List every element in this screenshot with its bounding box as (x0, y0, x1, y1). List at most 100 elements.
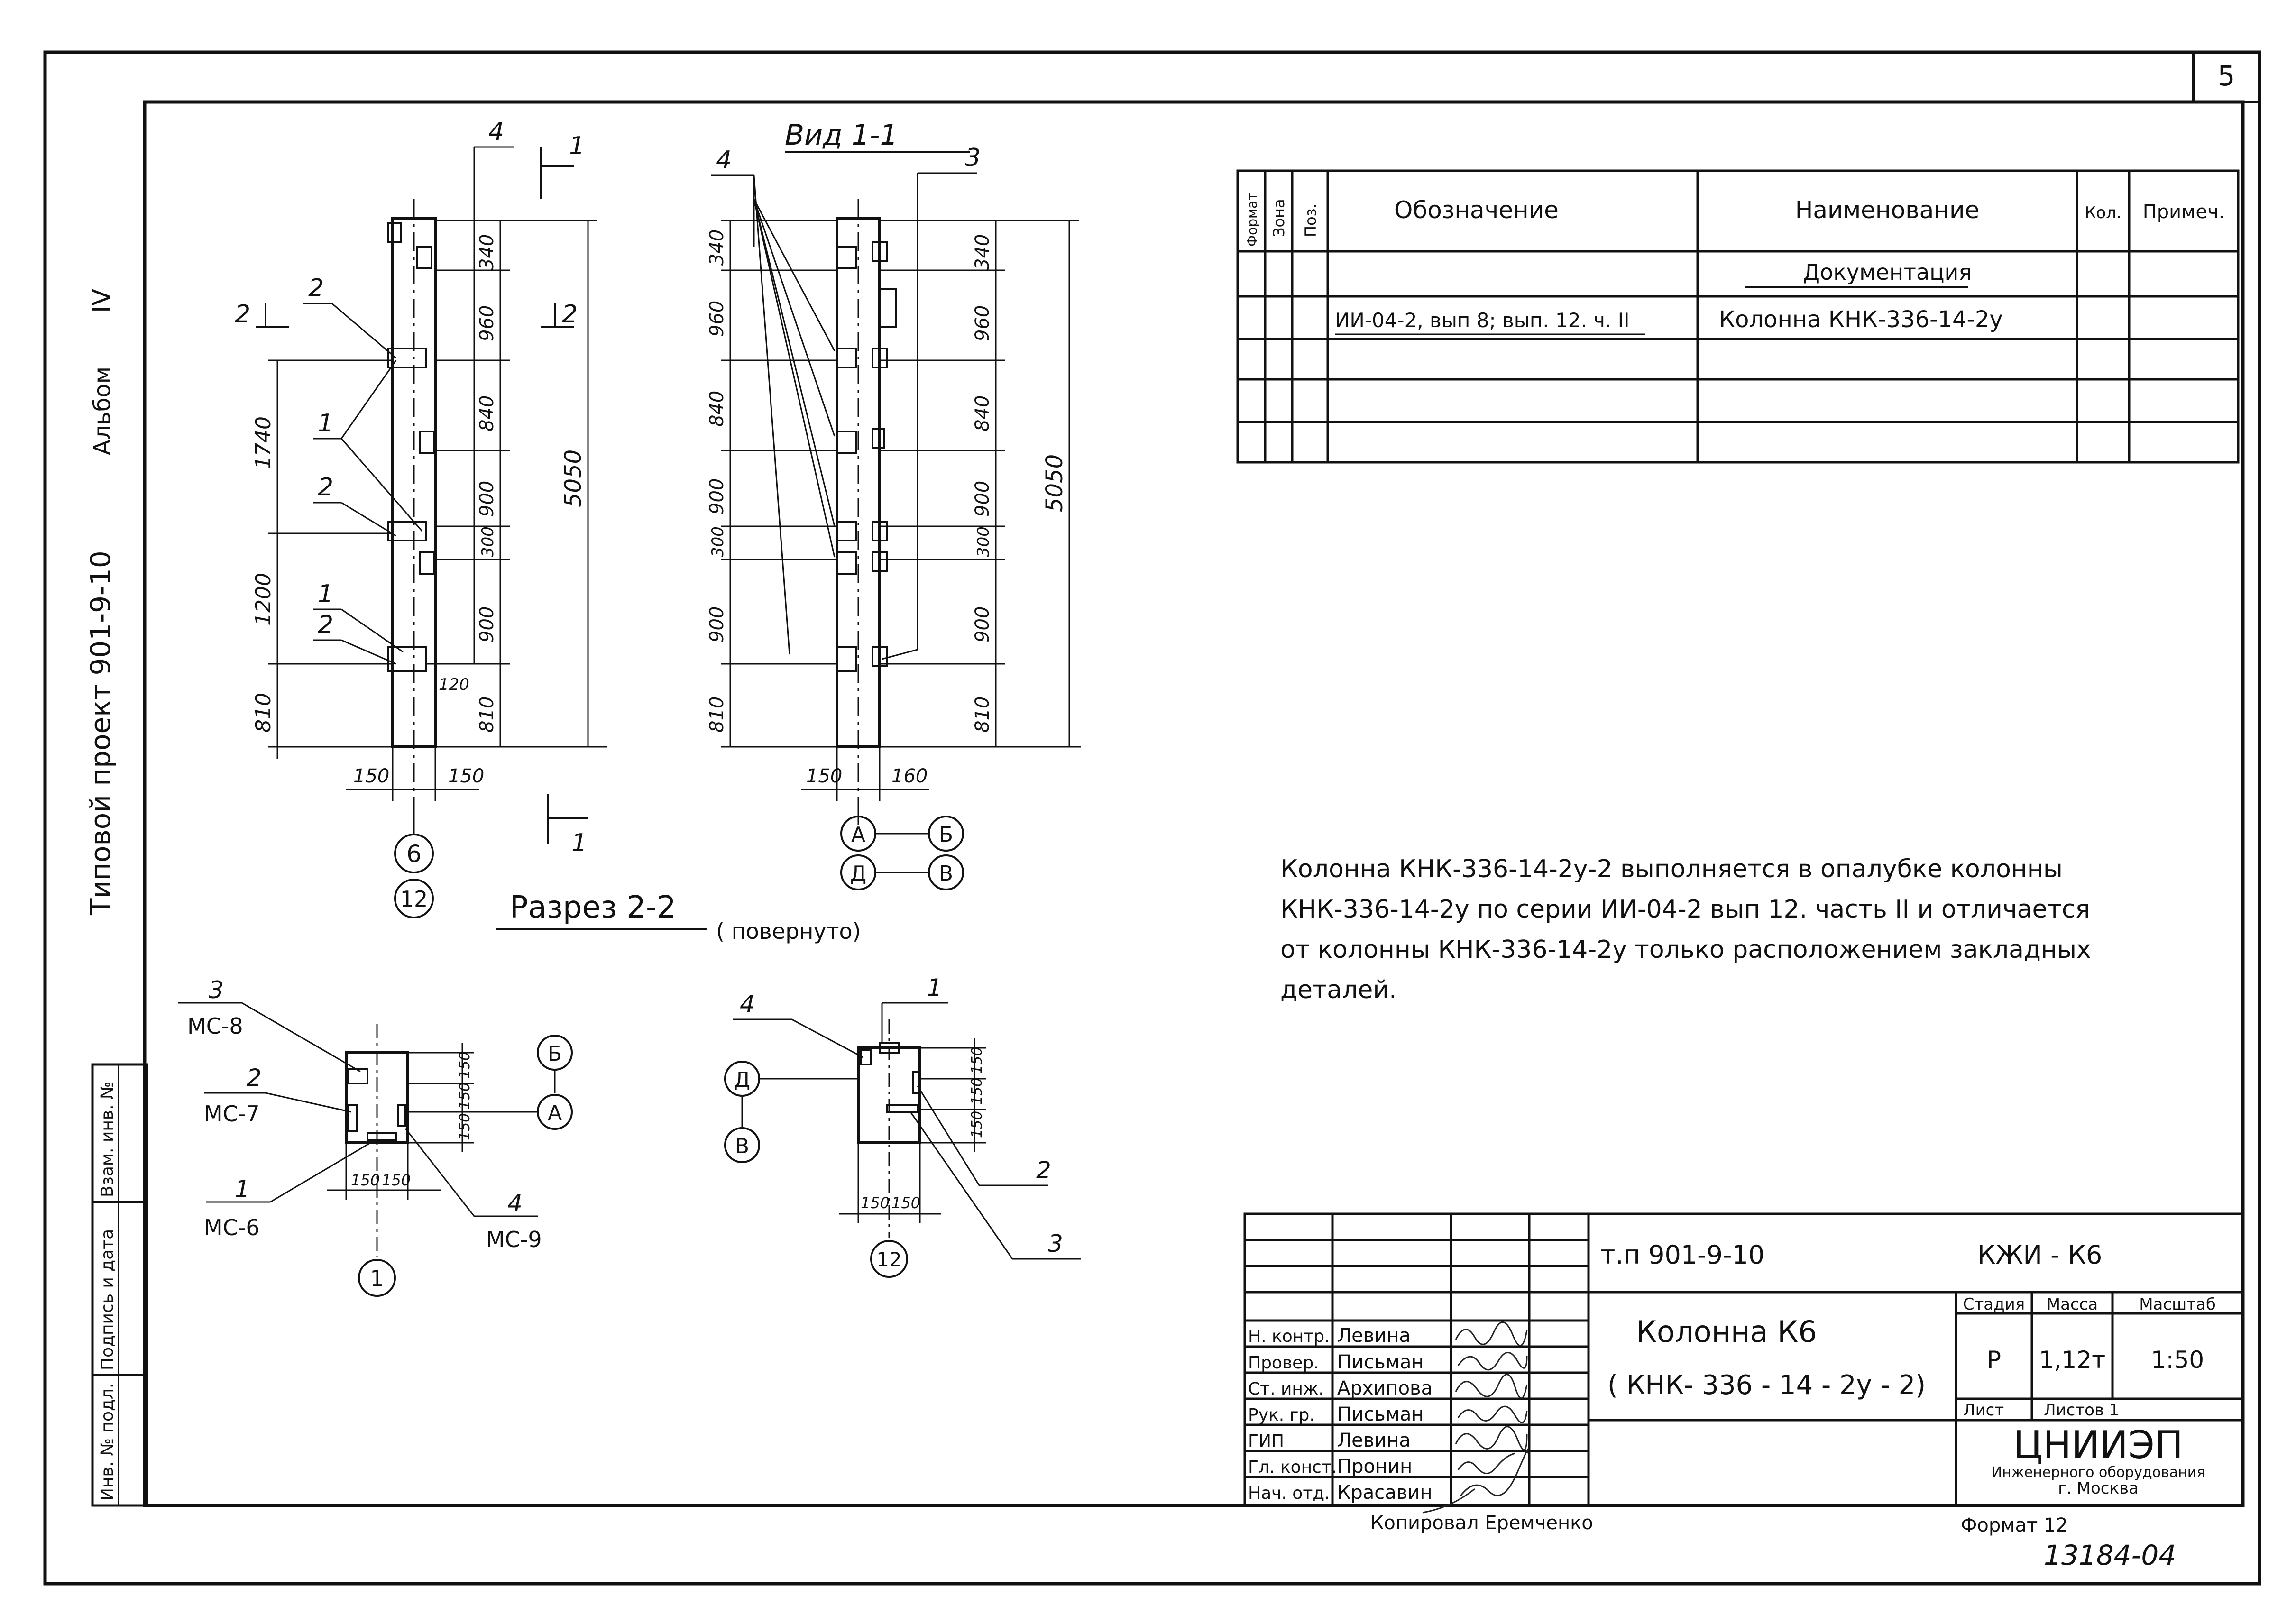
front-dims-bottom (346, 747, 479, 801)
axis-bubble-A-sec (537, 1094, 573, 1130)
album-label-vertical: Альбом (89, 367, 116, 455)
tb-person-role-3: Рук. гр. (1248, 1405, 1315, 1425)
cut-1-top: 1 (569, 132, 585, 160)
front-leaders (303, 146, 514, 665)
view-1-1-title: Вид 1-1 (785, 119, 898, 152)
view-pos-3: 3 (965, 144, 981, 172)
view-dim-l-340: 340 (706, 229, 728, 266)
tb-org-name: ЦНИИЭП (2013, 1423, 2183, 1467)
sec-l-bottom-b: 150 (382, 1171, 411, 1189)
note-block: Колонна КНК-336-14-2у-2 выполняется в оп… (1280, 855, 2091, 1004)
front-pos-4: 4 (488, 118, 504, 146)
front-dim-300: 300 (478, 526, 497, 557)
view-dim-l-840: 840 (706, 391, 728, 427)
view-dim-r-900b: 900 (972, 606, 993, 642)
sec-r-label-4: 4 (740, 991, 755, 1018)
tb-scale: 1:50 (2151, 1346, 2204, 1374)
project-title-vertical: Типовой проект 901-9-10 (84, 551, 117, 916)
cut-2-right: 2 (562, 300, 578, 329)
axis-bubble-6 (394, 834, 434, 873)
spec-header-note: Примеч. (2143, 201, 2225, 223)
sheet-code: 13184-04 (2044, 1539, 2176, 1571)
tb-scale-label: Масштаб (2139, 1295, 2216, 1314)
sec-l-bottom-a: 150 (351, 1171, 380, 1189)
spec-header-qty: Кол. (2085, 203, 2121, 222)
sec-r-dim-c: 150 (969, 1111, 985, 1138)
sec-l-label-ms9: МС-9 (486, 1227, 542, 1252)
tb-person-name-6: Красавин (1337, 1482, 1433, 1504)
front-dims-left (268, 359, 393, 759)
tb-person-role-0: Н. контр. (1248, 1327, 1330, 1346)
view-dim-r-960: 960 (972, 305, 993, 341)
tb-org-sub: Инженерного оборудования (1992, 1464, 2205, 1481)
spec-row-name: Колонна КНК-336-14-2у (1719, 306, 2003, 333)
tb-sheet-label: Лист (1963, 1401, 2004, 1420)
tb-person-name-1: Письман (1337, 1351, 1424, 1373)
section-2-2-note: ( повернуто) (716, 918, 861, 944)
tb-stage-label: Стадия (1963, 1295, 2025, 1314)
view-axis-B: Б (939, 823, 953, 847)
side-stamp: Инв. № подл. Подпись и дата Взам. инв. № (91, 1063, 148, 1507)
view-dim-l-960: 960 (706, 301, 728, 337)
sec-l-axis-A: А (548, 1101, 562, 1125)
sec-l-dim-c: 150 (457, 1113, 473, 1140)
sec-r-axis-12: 12 (876, 1248, 901, 1271)
view-dim-r-340: 340 (972, 234, 993, 270)
tb-person-role-5: Гл. конст. (1248, 1458, 1337, 1477)
tb-person-name-4: Левина (1337, 1430, 1411, 1451)
column-view-1-1: Вид 1-1 340 960 840 900 300 900 810 (706, 119, 1081, 890)
view-dim-total: 5050 (1041, 454, 1068, 512)
spec-header-pos: Поз. (1302, 203, 1320, 237)
embedded-parts-view (836, 241, 888, 672)
front-pos-1b: 1 (318, 580, 333, 608)
view-dim-l-810: 810 (706, 697, 728, 733)
view-dim-r-810: 810 (972, 697, 993, 733)
tb-mass-label: Масса (2047, 1295, 2098, 1314)
view-dims-left (721, 220, 837, 748)
tb-mark: КЖИ - К6 (1977, 1240, 2102, 1270)
cut-1-bottom: 1 (571, 829, 587, 857)
front-dim-total: 5050 (560, 450, 587, 507)
view-dim-l-300: 300 (708, 526, 727, 557)
view-dim-r-300: 300 (974, 526, 993, 557)
tb-org-city: г. Москва (2058, 1479, 2139, 1498)
front-pos-2b: 2 (318, 473, 333, 502)
view-dim-l-900b: 900 (706, 606, 728, 642)
front-dim-900b: 900 (476, 606, 498, 642)
sec-r-bottom-a: 150 (861, 1194, 890, 1212)
view-axis-V: В (939, 862, 953, 886)
front-bottom-150b: 150 (448, 765, 484, 787)
cut-2-left: 2 (235, 300, 250, 329)
copied-by: Копировал Еремченко (1370, 1512, 1593, 1534)
view-axis-D: Д (850, 862, 866, 886)
tb-person-name-5: Пронин (1337, 1456, 1412, 1477)
tb-sheets-label: Листов 1 (2044, 1401, 2119, 1420)
front-dim-810: 810 (476, 697, 498, 733)
sheet-number: 5 (2218, 60, 2235, 92)
front-dim-340: 340 (476, 234, 498, 270)
front-dim-1200: 1200 (251, 573, 276, 626)
axis-bubble-12 (394, 879, 434, 918)
axis-bubble-1 (358, 1259, 396, 1297)
axis-bubble-D-sec (724, 1061, 760, 1097)
view-dims-right (880, 220, 1081, 748)
view-pos-4: 4 (716, 146, 732, 174)
sec-r-dim-b: 150 (969, 1078, 985, 1105)
embedded-parts-front (387, 222, 435, 672)
front-pos-2c: 2 (318, 611, 333, 639)
sec-l-label-2: 2 (247, 1064, 262, 1092)
tb-person-role-6: Нач. отд. (1248, 1484, 1330, 1503)
view-bottom-150: 150 (806, 765, 842, 787)
note-line-4: деталей. (1280, 976, 1397, 1004)
front-axis-6: 6 (406, 840, 422, 868)
title-block: Н. контр. Левина Провер. Письман Ст. инж… (1243, 1212, 2244, 1514)
tb-name-line1: Колонна К6 (1636, 1314, 1817, 1349)
cut-markers (256, 147, 588, 844)
sec-r-label-3: 3 (1048, 1230, 1063, 1257)
signatures (1422, 1321, 1529, 1514)
sec-l-label-ms8: МС-8 (187, 1013, 243, 1039)
front-bottom-150a: 150 (353, 765, 389, 787)
sec-l-label-1: 1 (235, 1175, 250, 1203)
sec-l-axis-1: 1 (370, 1266, 384, 1291)
